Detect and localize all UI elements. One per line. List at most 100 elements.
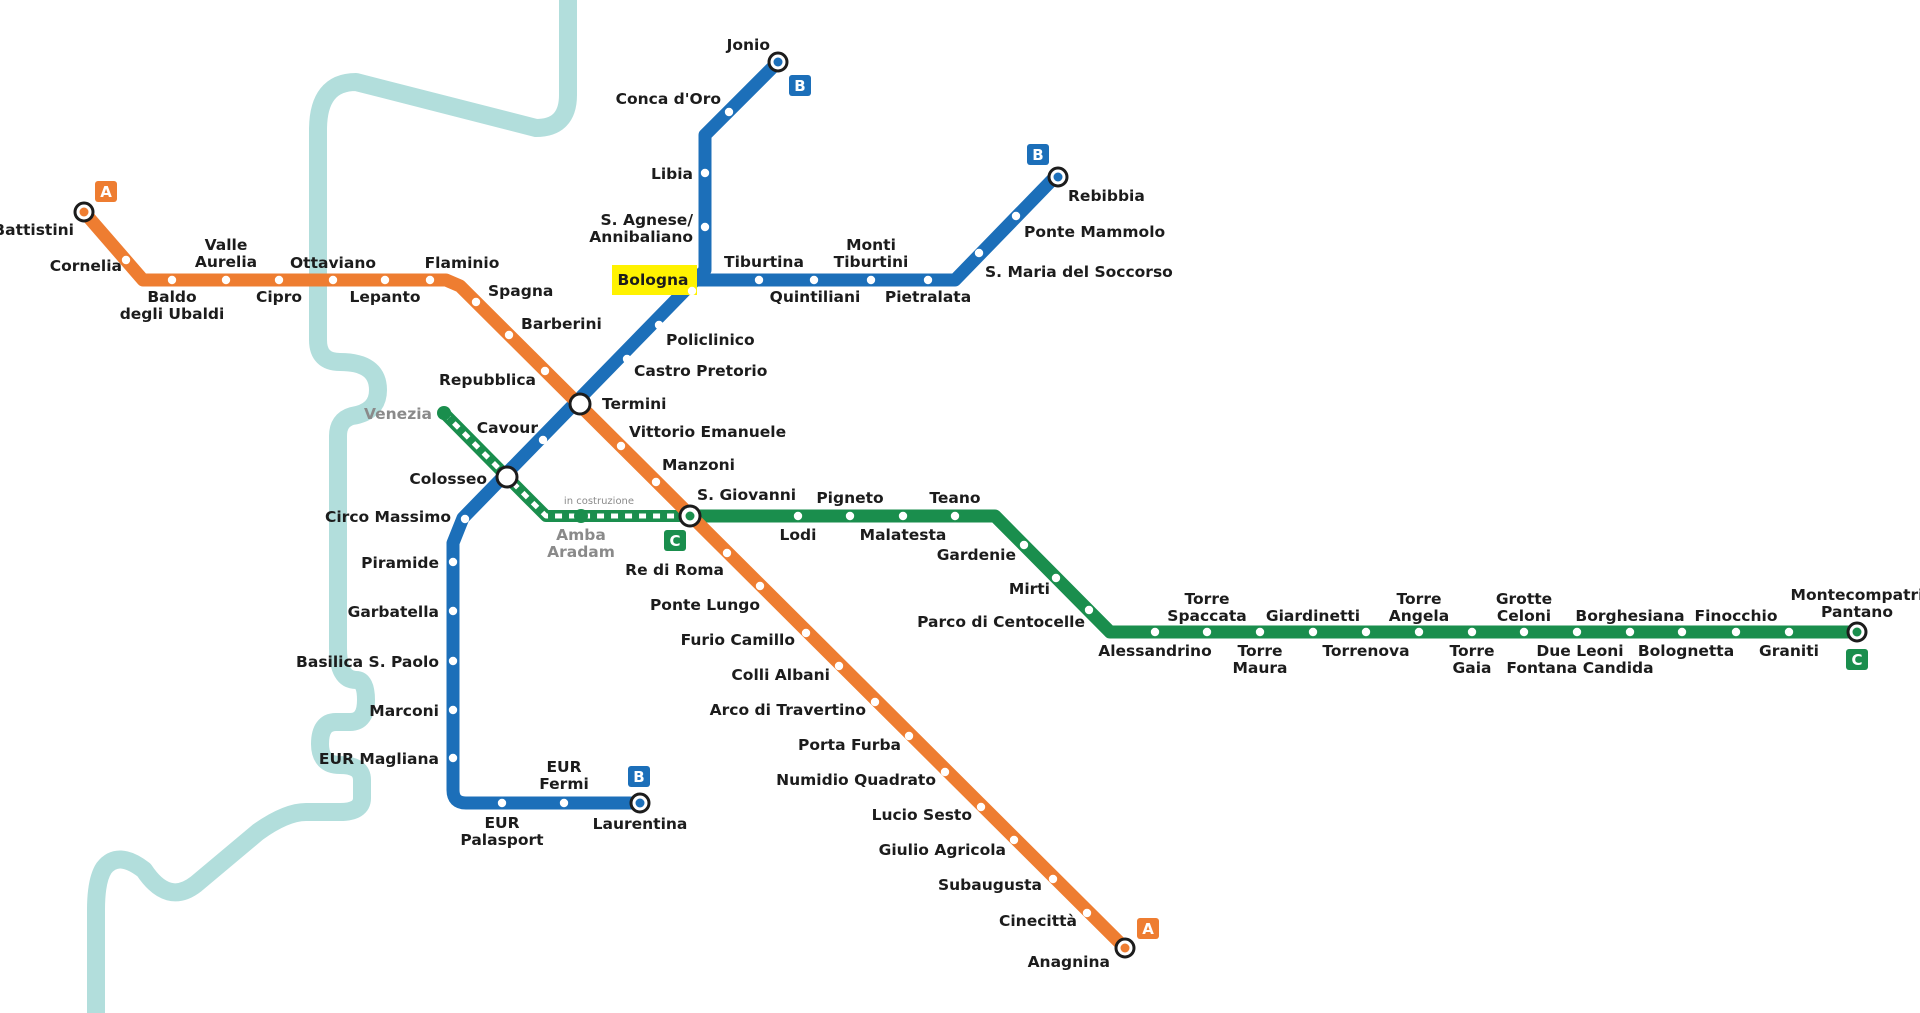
label-re-di-roma: Re di Roma <box>625 561 724 579</box>
svg-text:B: B <box>794 77 805 95</box>
label-finocchio: Finocchio <box>1695 607 1778 625</box>
svg-text:Fermi: Fermi <box>539 775 589 793</box>
svg-text:Gaia: Gaia <box>1453 659 1492 677</box>
label-colosseo: Colosseo <box>409 470 487 488</box>
label-santa-maria-del-soccorso: S. Maria del Soccorso <box>985 263 1173 281</box>
label-jonio: Jonio <box>726 36 770 54</box>
badge-line-c-east: C <box>1846 649 1868 670</box>
label-giulio-agricola: Giulio Agricola <box>879 841 1006 859</box>
station-venezia[interactable] <box>437 406 451 420</box>
label-flaminio: Flaminio <box>425 254 500 272</box>
svg-text:Celoni: Celoni <box>1497 607 1551 625</box>
svg-text:Tiburtini: Tiburtini <box>834 253 909 271</box>
label-cornelia: Cornelia <box>50 257 122 275</box>
label-circo-massimo: Circo Massimo <box>325 508 451 526</box>
label-tiburtina: Tiburtina <box>724 253 804 271</box>
svg-text:Spaccata: Spaccata <box>1167 607 1246 625</box>
svg-text:degli Ubaldi: degli Ubaldi <box>120 305 225 323</box>
label-colli-albani: Colli Albani <box>731 666 830 684</box>
label-cipro: Cipro <box>256 288 302 306</box>
svg-text:C: C <box>1851 651 1862 669</box>
label-barberini: Barberini <box>521 315 602 333</box>
label-teano: Teano <box>929 489 980 507</box>
label-furio-camillo: Furio Camillo <box>681 631 795 649</box>
badge-line-b-south: B <box>628 766 650 787</box>
badge-line-a-west: A <box>95 181 117 202</box>
label-venezia: Venezia <box>364 405 432 423</box>
interchange-termini[interactable] <box>568 392 592 416</box>
label-montecompatri-pantano: Montecompatri <box>1791 586 1920 604</box>
label-eur-fermi: EUR <box>546 758 581 776</box>
svg-text:Palasport: Palasport <box>460 831 544 849</box>
badge-line-b-north: B <box>789 75 811 96</box>
label-vittorio-emanuele: Vittorio Emanuele <box>629 423 786 441</box>
terminal-battistini[interactable] <box>73 201 95 223</box>
terminal-rebibbia[interactable] <box>1047 166 1069 188</box>
svg-text:Fontana Candida: Fontana Candida <box>1506 659 1653 677</box>
label-ponte-lungo: Ponte Lungo <box>650 596 760 614</box>
label-cinecitta: Cinecittà <box>999 912 1077 930</box>
terminal-jonio[interactable] <box>767 51 789 73</box>
label-bologna: Bologna <box>617 271 688 289</box>
label-malatesta: Malatesta <box>860 526 947 544</box>
label-eur-palasport: EUR <box>484 814 519 832</box>
station-amba-aradam[interactable] <box>574 509 588 523</box>
label-grotte-celoni: Grotte <box>1496 590 1552 608</box>
line-c-under-construction <box>439 408 690 522</box>
label-ottaviano: Ottaviano <box>290 254 376 272</box>
terminals <box>73 51 1868 959</box>
label-torre-spaccata: Torre <box>1185 590 1230 608</box>
label-conca-d-oro: Conca d'Oro <box>616 90 721 108</box>
label-ponte-mammolo: Ponte Mammolo <box>1024 223 1165 241</box>
label-pietralata: Pietralata <box>885 288 971 306</box>
svg-text:A: A <box>1142 920 1154 938</box>
label-termini: Termini <box>602 395 666 413</box>
label-porta-furba: Porta Furba <box>798 736 901 754</box>
interchange-colosseo[interactable] <box>495 465 519 489</box>
label-graniti: Graniti <box>1759 642 1819 660</box>
label-spagna: Spagna <box>488 282 553 300</box>
label-castro-pretorio: Castro Pretorio <box>634 362 767 380</box>
bologna-highlight <box>612 265 697 295</box>
label-eur-magliana: EUR Magliana <box>319 750 439 768</box>
label-policlinico: Policlinico <box>666 331 755 349</box>
label-torre-gaia: Torre <box>1450 642 1495 660</box>
label-due-leoni-fontana-candida: Due Leoni <box>1536 642 1623 660</box>
label-torre-angela: Torre <box>1397 590 1442 608</box>
label-pigneto: Pigneto <box>816 489 883 507</box>
svg-text:B: B <box>633 768 644 786</box>
label-gardenie: Gardenie <box>937 546 1016 564</box>
label-libia: Libia <box>651 165 693 183</box>
label-basilica-san-paolo: Basilica S. Paolo <box>296 653 439 671</box>
label-torrenova: Torrenova <box>1322 642 1409 660</box>
line-badges: A A B B B C C <box>95 75 1868 939</box>
label-arco-di-travertino: Arco di Travertino <box>710 701 866 719</box>
line-b-branch-tiburtina <box>688 170 1062 287</box>
terminal-anagnina[interactable] <box>1114 937 1136 959</box>
label-lodi: Lodi <box>780 526 817 544</box>
label-piramide: Piramide <box>361 554 439 572</box>
line-c <box>683 509 1864 639</box>
badge-line-b-rebibbia: B <box>1027 144 1049 165</box>
label-laurentina: Laurentina <box>593 815 688 833</box>
svg-text:B: B <box>1032 146 1043 164</box>
svg-text:Aradam: Aradam <box>547 543 615 561</box>
station-labels: Battistini Cornelia Baldo degli Ubaldi V… <box>0 36 1920 971</box>
label-cavour: Cavour <box>477 419 539 437</box>
label-garbatella: Garbatella <box>348 603 439 621</box>
svg-text:Pantano: Pantano <box>1821 603 1893 621</box>
terminal-laurentina[interactable] <box>629 792 651 814</box>
line-b <box>446 55 785 810</box>
label-amba-aradam: Amba <box>556 526 606 544</box>
terminal-montecompatri[interactable] <box>1846 621 1868 643</box>
construction-note: in costruzione <box>564 496 634 507</box>
label-lepanto: Lepanto <box>349 288 420 306</box>
label-sant-agnese: S. Agnese/ <box>601 211 694 229</box>
label-alessandrino: Alessandrino <box>1098 642 1212 660</box>
interchanges <box>495 392 702 528</box>
label-mirti: Mirti <box>1009 580 1050 598</box>
label-borghesiana: Borghesiana <box>1575 607 1684 625</box>
badge-line-c-center: C <box>664 530 686 551</box>
svg-text:Maura: Maura <box>1232 659 1287 677</box>
